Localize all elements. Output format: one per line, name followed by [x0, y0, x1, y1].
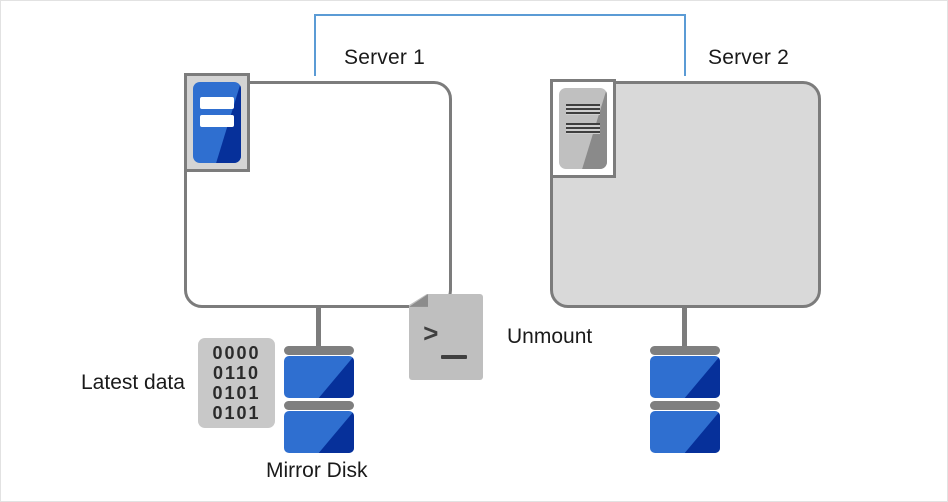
disk-platter: [284, 356, 354, 398]
terminal-script-icon: >: [409, 294, 483, 380]
disk-cap: [650, 346, 720, 355]
disk-shade: [684, 356, 720, 398]
page-fold-corner: [409, 294, 429, 307]
server1-disk-connector: [316, 307, 321, 349]
disk-platter: [284, 411, 354, 453]
disk-platter: [650, 411, 720, 453]
server2-label: Server 2: [708, 46, 789, 69]
server1-status-badge: [184, 73, 250, 172]
latest-data-caption: Latest data: [81, 371, 185, 394]
binary-row: 0110: [212, 362, 261, 383]
server2-disk-connector: [682, 307, 687, 349]
badge-bar-top: [565, 104, 601, 116]
unmount-action-group[interactable]: > Unmount: [409, 294, 592, 380]
prompt-glyph: >: [423, 320, 439, 350]
binary-row: 0101: [212, 383, 261, 403]
binary-row: 0101: [212, 403, 261, 424]
mirror-disk-left[interactable]: [284, 346, 354, 453]
network-interconnect-line: [314, 14, 686, 76]
disk-shade: [318, 411, 354, 453]
server1-label: Server 1: [344, 46, 425, 69]
badge-bar-bottom: [199, 115, 235, 128]
unmount-label: Unmount: [507, 325, 593, 348]
binary-row: 0000: [212, 342, 261, 363]
server2-status-badge: [550, 79, 616, 178]
disk-platter: [650, 356, 720, 398]
server-inactive-icon: [559, 88, 607, 169]
badge-bar-top: [199, 97, 235, 110]
mirror-disk-caption: Mirror Disk: [266, 459, 368, 482]
binary-data-card: 0000 0110 0101 0101: [198, 338, 275, 428]
disk-shade: [318, 356, 354, 398]
disk-shade: [684, 411, 720, 453]
prompt-cursor: [441, 355, 467, 359]
server-active-icon: [193, 82, 241, 163]
badge-bar-bottom: [565, 122, 601, 134]
mirror-disk-right[interactable]: [650, 346, 720, 453]
disk-cap: [650, 401, 720, 410]
disk-cap: [284, 401, 354, 410]
disk-cap: [284, 346, 354, 355]
